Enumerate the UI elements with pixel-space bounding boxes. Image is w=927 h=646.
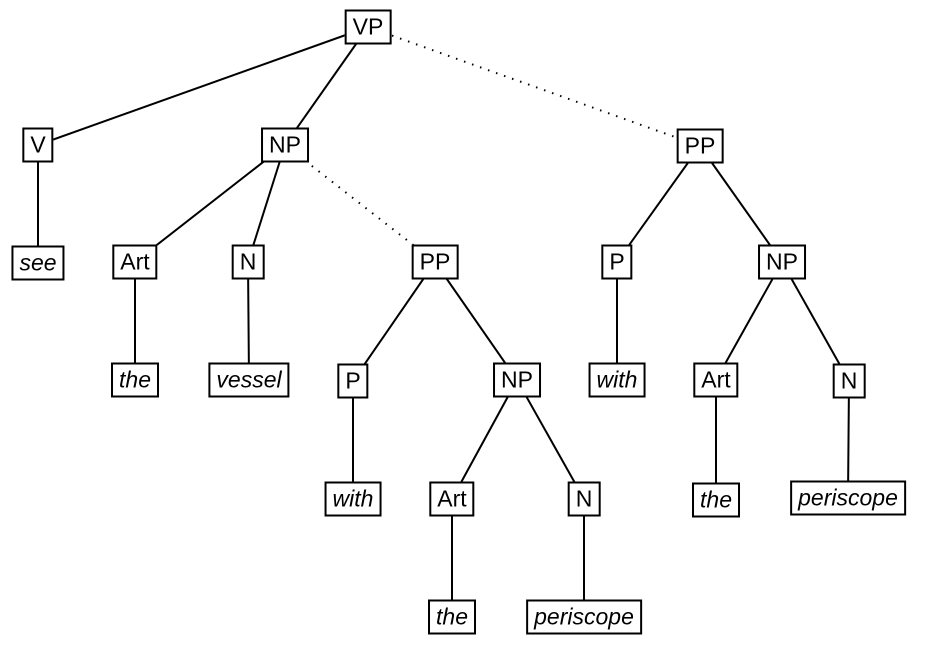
tree-node-PP1: PP [411, 244, 459, 280]
tree-node-NP1: NP [261, 127, 309, 163]
tree-edge-NP2-N2 [516, 379, 585, 500]
tree-edge-VP-V [37, 26, 369, 146]
tree-node-the3: the [692, 482, 740, 518]
tree-node-PP2: PP [676, 128, 724, 164]
tree-edge-PP1-NP2 [434, 261, 518, 381]
tree-edge-NP3-Art3 [715, 261, 783, 381]
tree-edge-NP1-Art1 [134, 144, 286, 263]
tree-node-P1: P [337, 363, 369, 399]
tree-node-periscope3: periscope [790, 480, 906, 516]
tree-edge-PP2-P2 [616, 145, 701, 263]
tree-node-the1: the [111, 362, 159, 398]
tree-node-with1: with [324, 481, 382, 517]
tree-node-the2: the [428, 599, 476, 635]
tree-edge-PP1-P1 [352, 261, 436, 382]
tree-node-Art1: Art [112, 244, 158, 280]
tree-node-P2: P [601, 244, 633, 280]
tree-node-with2: with [588, 362, 646, 398]
tree-edge-VP-PP2-dotted [367, 26, 701, 147]
tree-node-Art3: Art [693, 362, 739, 398]
tree-node-V: V [22, 127, 54, 163]
tree-edge-N3-periscope3 [847, 380, 850, 499]
tree-edge-VP-NP1 [284, 26, 369, 146]
tree-node-vessel: vessel [208, 362, 290, 398]
tree-edge-NP1-N1 [247, 144, 286, 263]
tree-node-periscope2: periscope [526, 599, 642, 635]
tree-edge-PP2-NP3 [699, 145, 783, 263]
tree-node-Art2: Art [429, 481, 475, 517]
tree-edge-N1-vessel [247, 261, 250, 381]
tree-node-N1: N [231, 244, 265, 280]
tree-node-N2: N [567, 481, 601, 517]
tree-node-NP2: NP [493, 362, 541, 398]
tree-edge-NP3-N3 [781, 261, 850, 382]
tree-edge-NP2-Art2 [451, 379, 518, 500]
tree-node-VP: VP [344, 9, 392, 45]
tree-node-N3: N [832, 363, 866, 399]
tree-node-see: see [11, 245, 65, 281]
tree-node-NP3: NP [758, 244, 806, 280]
